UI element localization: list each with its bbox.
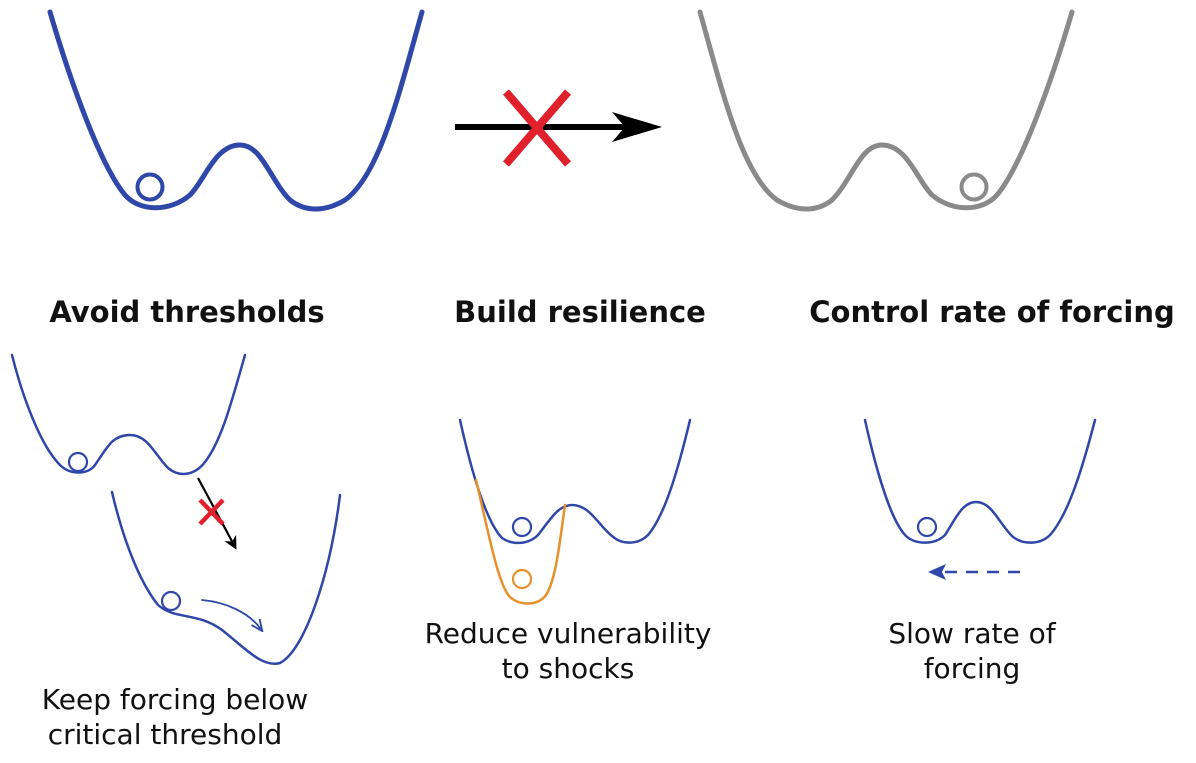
heading-control-rate: Control rate of forcing bbox=[809, 295, 1175, 329]
heading-build-resilience: Build resilience bbox=[454, 295, 706, 329]
ball-icon bbox=[160, 590, 182, 612]
landscape-original bbox=[458, 418, 692, 545]
dashed-arrowhead bbox=[928, 564, 946, 580]
caption-line-1: Slow rate of bbox=[888, 617, 1056, 650]
caption-line-2: to shocks bbox=[502, 652, 635, 685]
caption-line-1: Reduce vulnerability bbox=[425, 617, 712, 650]
landscape-resilient bbox=[474, 478, 567, 605]
landscape bbox=[863, 418, 1097, 544]
ball-icon bbox=[67, 451, 89, 473]
ball-icon bbox=[959, 172, 989, 202]
ball-icon bbox=[916, 516, 938, 538]
cross-icon bbox=[198, 498, 225, 526]
transition-arrowhead bbox=[612, 112, 662, 142]
caption-line-2: forcing bbox=[924, 652, 1021, 685]
forcing-arrow bbox=[197, 477, 237, 550]
panel-avoid-thresholds: Keep forcing below critical threshold bbox=[10, 353, 342, 751]
caption-line-1: Keep forcing below bbox=[42, 683, 308, 716]
caption-line-2: critical threshold bbox=[48, 718, 283, 751]
ball-icon bbox=[511, 568, 533, 590]
ball-icon bbox=[135, 172, 165, 202]
ball-icon bbox=[511, 516, 533, 538]
top-row bbox=[47, 9, 1075, 212]
cross-icon bbox=[502, 89, 572, 167]
panel-build-resilience: Reduce vulnerability to shocks bbox=[425, 418, 712, 685]
landscape-after bbox=[697, 9, 1075, 212]
roll-arrow bbox=[201, 599, 260, 628]
landscape-before bbox=[47, 9, 425, 212]
panel-control-rate: Slow rate of forcing bbox=[863, 418, 1097, 685]
landscape-lower bbox=[110, 490, 342, 666]
landscape-upper bbox=[10, 353, 247, 476]
heading-avoid-thresholds: Avoid thresholds bbox=[49, 295, 324, 329]
